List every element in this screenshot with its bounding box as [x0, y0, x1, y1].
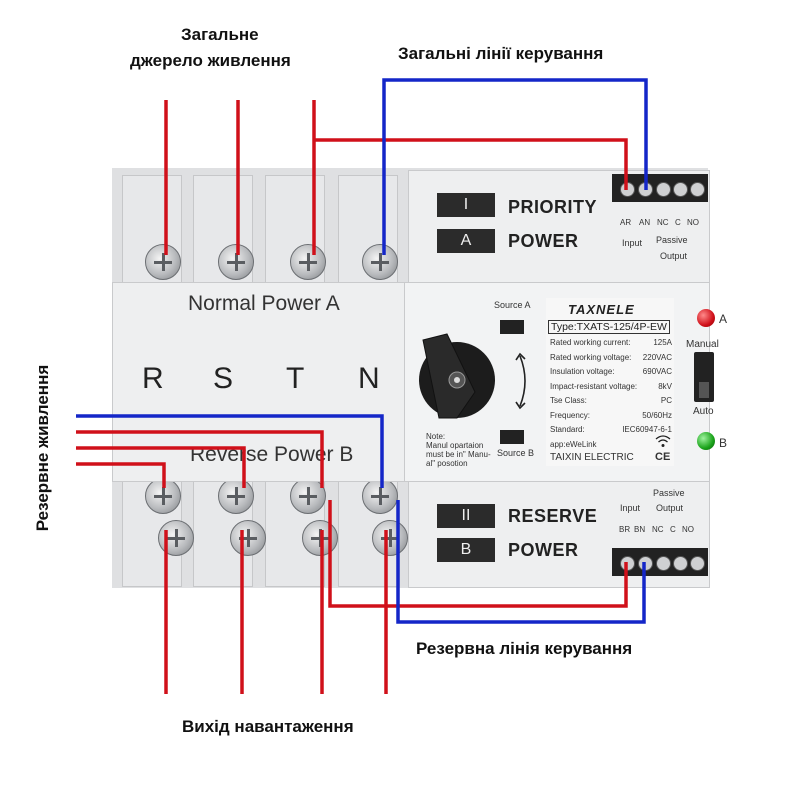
source-b-label: Source B — [497, 448, 535, 458]
term-label-an: AN — [639, 218, 651, 227]
input-label-a: Input — [622, 238, 643, 248]
auto-label: Auto — [693, 406, 714, 417]
phase-label-n: N — [358, 362, 380, 395]
ctrl-term-nc-b[interactable] — [656, 556, 671, 571]
spec-value: 125A — [653, 338, 672, 347]
passive-label-b: Passive — [653, 488, 685, 498]
screw-bottom-n-1[interactable] — [362, 478, 398, 514]
priority-text: PRIORITY — [508, 197, 598, 217]
term-label-nc-b: NC — [652, 525, 664, 534]
spec-key: Frequency: — [550, 410, 591, 420]
term-label-bn: BN — [634, 525, 646, 534]
common-control-label: Загальні лінії керування — [398, 44, 604, 63]
led-b-label: B — [719, 436, 728, 450]
passive-label-a: Passive — [656, 235, 688, 245]
wire-reserve-n — [76, 414, 384, 488]
screw-bottom-s-1[interactable] — [218, 478, 254, 514]
normal-power-label: Normal Power A — [188, 292, 340, 315]
rotary-knob[interactable] — [405, 322, 511, 432]
spec-label-plate — [546, 298, 674, 466]
term-label-no-b: NO — [682, 525, 694, 534]
phase-label-t: T — [286, 362, 305, 395]
power-a-indicator: A — [437, 229, 495, 253]
screw-bottom-t-1[interactable] — [290, 478, 326, 514]
wire-reserve-r — [76, 462, 166, 488]
spec-key: Rated working voltage: — [550, 352, 632, 362]
brand-logo: TAXNELE — [568, 302, 635, 317]
load-output-label: Вихід навантаження — [182, 717, 354, 736]
source-b-window — [500, 430, 524, 444]
reserve-supply-label: Резервне живлення — [33, 364, 52, 532]
note-title: Note: — [426, 432, 446, 441]
wire-control-an — [382, 78, 648, 255]
screw-top-s[interactable] — [218, 244, 254, 280]
screw-top-r[interactable] — [145, 244, 181, 280]
screw-bottom-s-2[interactable] — [230, 520, 266, 556]
ctrl-term-no-b[interactable] — [690, 556, 705, 571]
spec-key: Impact-resistant voltage: — [550, 381, 638, 391]
source-a-label: Source A — [494, 300, 531, 310]
screw-bottom-n-2[interactable] — [372, 520, 408, 556]
ctrl-term-c-b[interactable] — [673, 556, 688, 571]
switch-lever — [699, 382, 709, 398]
reserve-control-label: Резервна лінія керування — [416, 639, 633, 658]
screw-bottom-t-2[interactable] — [302, 520, 338, 556]
spec-value: 8kV — [658, 381, 672, 391]
output-label-a: Output — [660, 251, 688, 261]
ctrl-term-c-a[interactable] — [673, 182, 688, 197]
power-a-text: POWER — [508, 231, 579, 251]
led-a-label: A — [719, 312, 728, 326]
wifi-icon — [655, 435, 671, 447]
spec-key: Tse Class: — [550, 396, 587, 405]
power-b-indicator: B — [437, 538, 495, 562]
term-label-br: BR — [619, 525, 631, 534]
led-b — [697, 432, 715, 450]
wire-reserve-s — [76, 446, 246, 488]
normal-source-label-2: джерело живлення — [130, 51, 291, 70]
note-line-2: must be in" Manu- — [426, 450, 491, 459]
wire-control-ar — [314, 138, 628, 190]
term-label-c: C — [675, 218, 681, 227]
screw-top-t[interactable] — [290, 244, 326, 280]
spec-value: IEC60947-6-1 — [622, 425, 672, 434]
spec-key: app:eWeLink — [550, 439, 597, 449]
phase-label-s: S — [213, 362, 234, 395]
phase-label-r: R — [142, 362, 164, 395]
ce-mark: CE — [655, 451, 671, 463]
term-label-no: NO — [687, 218, 699, 227]
output-label-b: Output — [656, 503, 684, 513]
led-a — [697, 309, 715, 327]
power-b-text: POWER — [508, 540, 579, 560]
spec-key: Standard: — [550, 425, 585, 434]
wire-control-bn — [396, 500, 646, 624]
reserve-indicator: II — [437, 504, 495, 528]
priority-indicator: I — [437, 193, 495, 217]
type-label: Type:TXATS-125/4P-EW — [548, 320, 670, 334]
spec-value: 220VAC — [642, 352, 672, 362]
ctrl-term-no-a[interactable] — [690, 182, 705, 197]
input-label-b: Input — [620, 503, 641, 513]
spec-key: Rated working current: — [550, 338, 631, 347]
rotation-arrow-icon — [515, 352, 526, 410]
ctrl-term-nc-a[interactable] — [656, 182, 671, 197]
screw-top-n[interactable] — [362, 244, 398, 280]
spec-value: 50/60Hz — [642, 410, 672, 420]
manual-label: Manual — [686, 339, 719, 350]
note-line-3: al" posotion — [426, 459, 468, 468]
spec-value: PC — [660, 396, 672, 405]
term-label-ar: AR — [620, 218, 632, 227]
spec-key: Insulation voltage: — [550, 367, 615, 376]
screw-bottom-r-2[interactable] — [158, 520, 194, 556]
wire-reserve-t — [76, 430, 324, 488]
term-label-nc: NC — [657, 218, 669, 227]
spec-value: 690VAC — [642, 367, 672, 376]
normal-source-label-1: Загальне — [181, 25, 259, 44]
reserve-text: RESERVE — [508, 506, 598, 526]
term-label-c-b: C — [670, 525, 676, 534]
note-line-1: Manul opartaion — [426, 441, 484, 450]
wire-control-br — [328, 500, 628, 608]
maker-label: TAIXIN ELECTRIC — [550, 452, 634, 463]
source-a-window — [500, 320, 524, 334]
